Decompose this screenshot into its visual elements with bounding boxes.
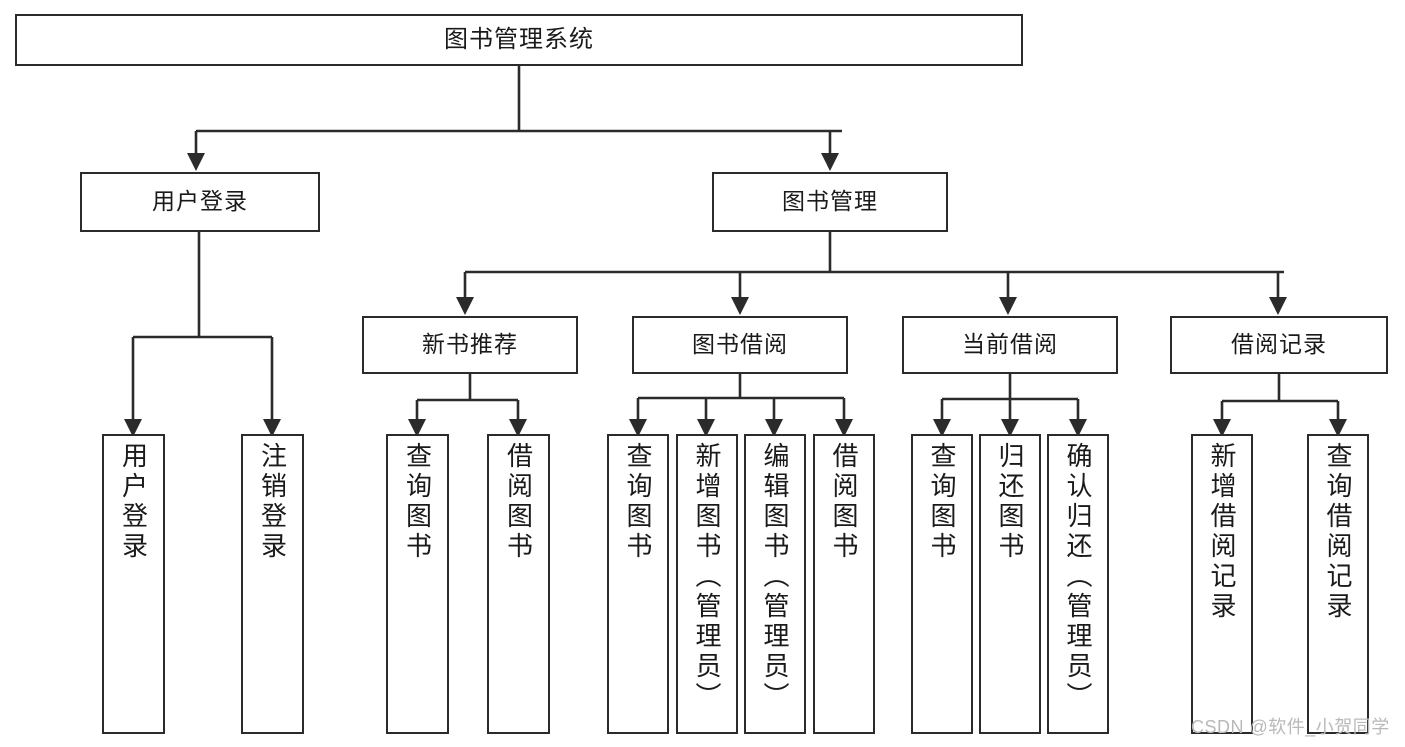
node-leaf-borrow-book-1-label: 借阅图书 (503, 442, 534, 562)
node-book-manage-label: 图书管理 (782, 188, 878, 215)
node-leaf-logout[interactable]: 注销登录 (241, 434, 304, 734)
node-leaf-confirm-return-label: 确认归还（管理员） (1063, 442, 1093, 712)
node-leaf-logout-label: 注销登录 (257, 442, 288, 562)
node-leaf-add-record-label: 新增借阅记录 (1207, 442, 1237, 622)
node-leaf-query-record[interactable]: 查询借阅记录 (1307, 434, 1369, 734)
node-new-book-rec[interactable]: 新书推荐 (362, 316, 578, 374)
node-leaf-add-record[interactable]: 新增借阅记录 (1191, 434, 1253, 734)
csdn-watermark: CSDN @软件_小贺同学 (1191, 717, 1390, 737)
node-leaf-borrow-book-1[interactable]: 借阅图书 (487, 434, 550, 734)
node-new-book-rec-label: 新书推荐 (422, 331, 518, 358)
node-leaf-return-book-label: 归还图书 (995, 442, 1025, 562)
node-leaf-edit-book-label: 编辑图书（管理员） (760, 442, 790, 712)
node-leaf-return-book[interactable]: 归还图书 (979, 434, 1041, 734)
node-leaf-query-book-2[interactable]: 查询图书 (607, 434, 669, 734)
node-book-manage[interactable]: 图书管理 (712, 172, 948, 232)
node-leaf-query-book-3[interactable]: 查询图书 (911, 434, 973, 734)
node-borrow-record[interactable]: 借阅记录 (1170, 316, 1388, 374)
node-root-label: 图书管理系统 (444, 25, 594, 53)
node-leaf-add-book-label: 新增图书（管理员） (692, 442, 722, 712)
node-leaf-query-book-2-label: 查询图书 (623, 442, 653, 562)
node-leaf-query-record-label: 查询借阅记录 (1323, 442, 1353, 622)
node-leaf-add-book[interactable]: 新增图书（管理员） (676, 434, 738, 734)
node-leaf-query-book-3-label: 查询图书 (927, 442, 957, 562)
node-current-borrow-label: 当前借阅 (962, 331, 1058, 358)
node-current-borrow[interactable]: 当前借阅 (902, 316, 1118, 374)
node-leaf-borrow-book-2[interactable]: 借阅图书 (813, 434, 875, 734)
node-book-borrow[interactable]: 图书借阅 (632, 316, 848, 374)
node-leaf-user-login-label: 用户登录 (118, 442, 149, 562)
node-leaf-user-login[interactable]: 用户登录 (102, 434, 165, 734)
node-leaf-edit-book[interactable]: 编辑图书（管理员） (744, 434, 806, 734)
node-leaf-confirm-return[interactable]: 确认归还（管理员） (1047, 434, 1109, 734)
node-book-borrow-label: 图书借阅 (692, 331, 788, 358)
node-root[interactable]: 图书管理系统 (15, 14, 1023, 66)
node-leaf-query-book-1[interactable]: 查询图书 (386, 434, 449, 734)
node-user-login[interactable]: 用户登录 (80, 172, 320, 232)
node-borrow-record-label: 借阅记录 (1231, 331, 1327, 358)
node-leaf-borrow-book-2-label: 借阅图书 (829, 442, 859, 562)
node-user-login-label: 用户登录 (152, 188, 248, 215)
node-leaf-query-book-1-label: 查询图书 (402, 442, 433, 562)
